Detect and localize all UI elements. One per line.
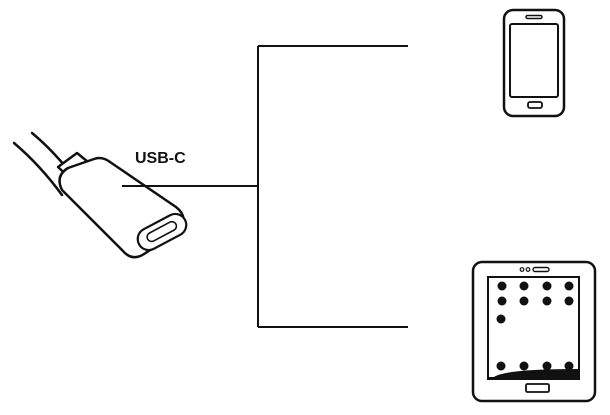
connection-lines [122, 45, 408, 328]
tablet-dock [488, 361, 579, 379]
tablet-app-dots [496, 281, 574, 324]
tablet-icon [471, 260, 597, 403]
usb-c-label: USB-C [135, 150, 186, 167]
usb-c-cable-icon [12, 131, 188, 259]
smartphone-icon [502, 8, 566, 118]
